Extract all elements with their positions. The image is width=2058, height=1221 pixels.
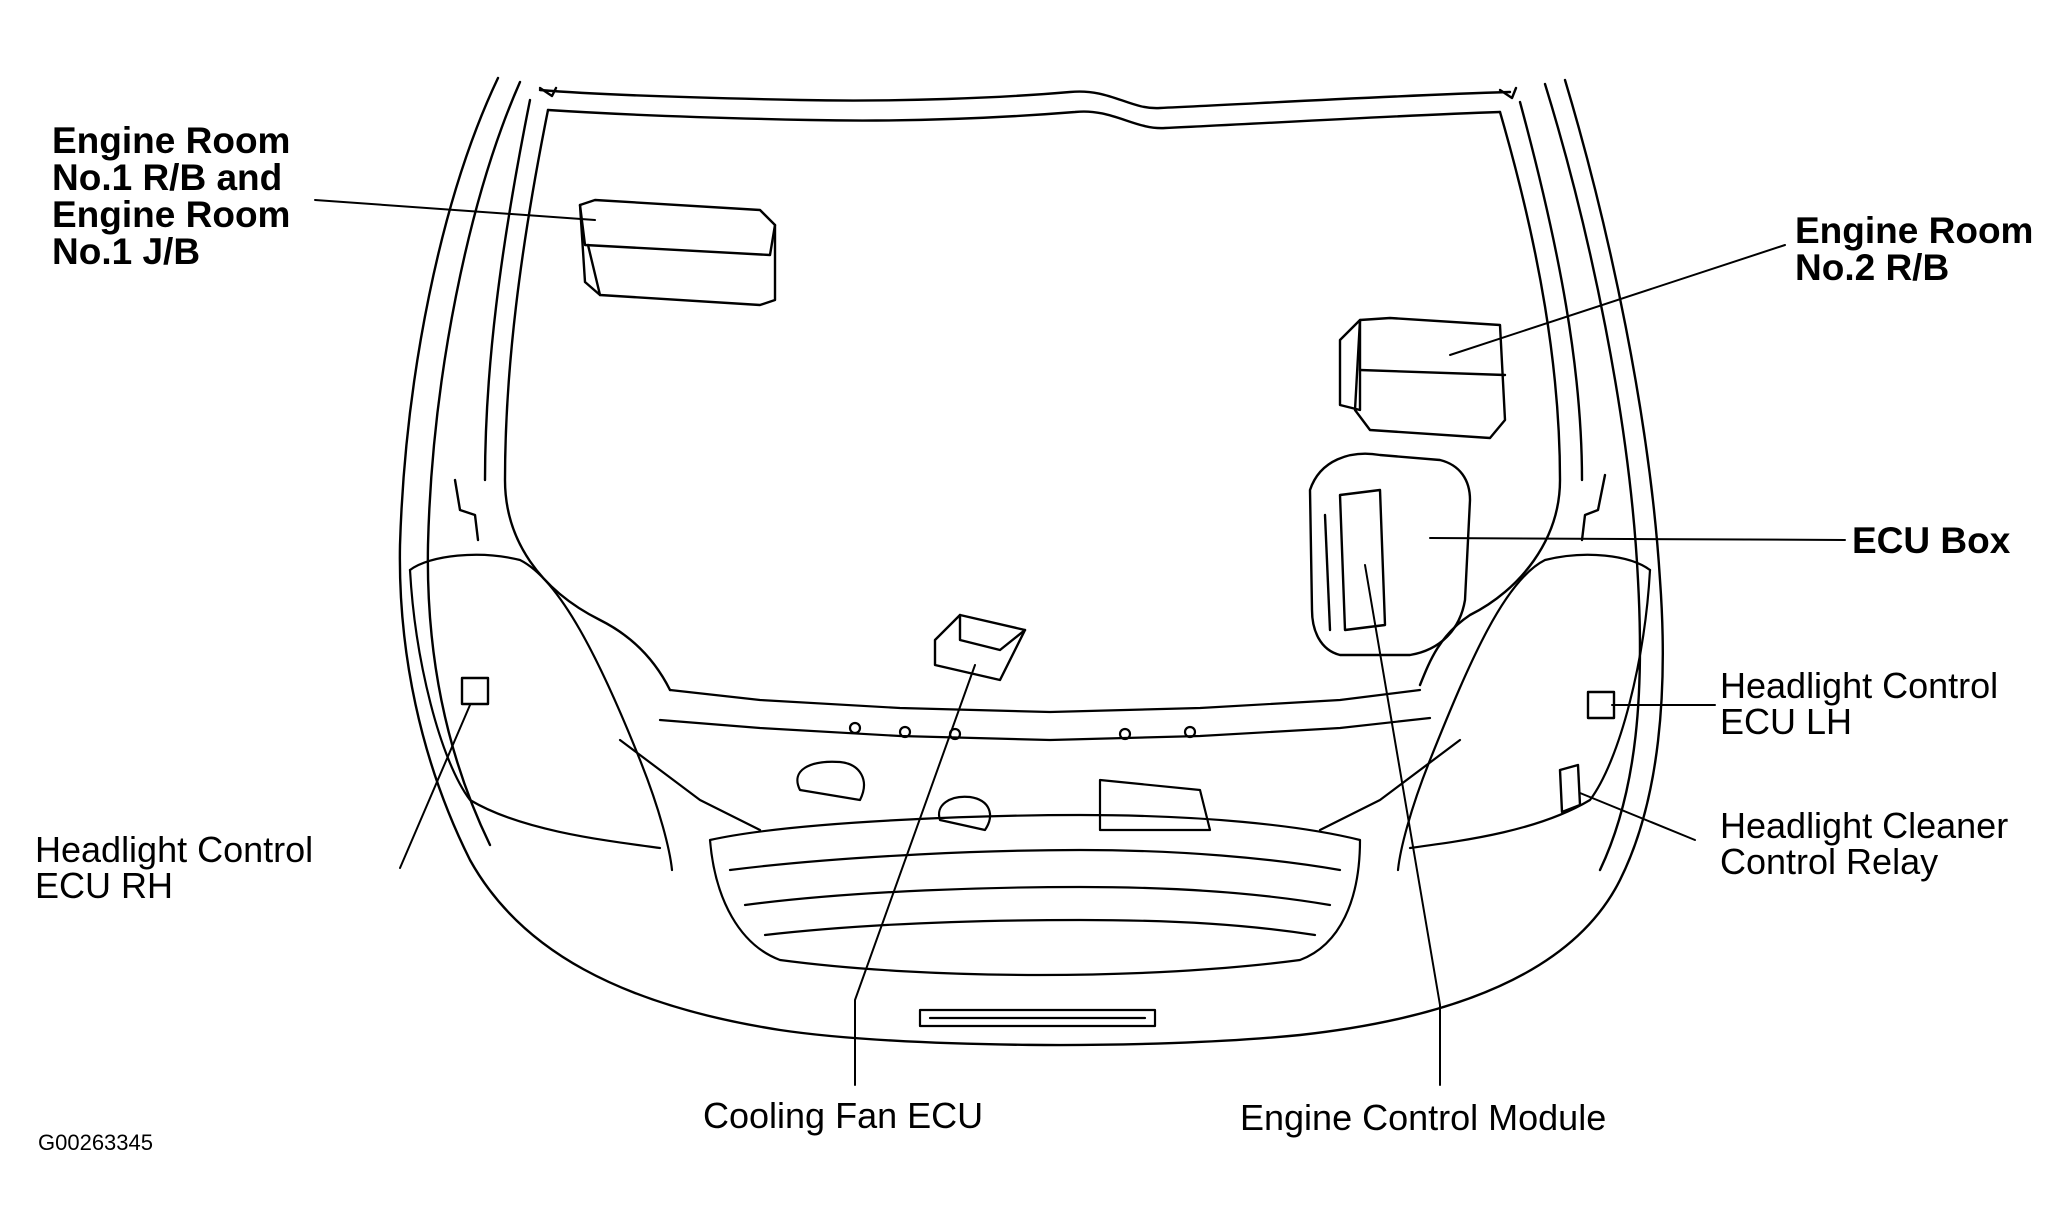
cooling-fan-ecu-component bbox=[933, 613, 1027, 682]
label-headlight-control-rh: Headlight Control ECU RH bbox=[35, 829, 314, 906]
headlight-control-lh-component bbox=[1586, 690, 1616, 720]
label-headlight-cleaner-relay: Headlight Cleaner Control Relay bbox=[1720, 805, 2009, 882]
headlight-cleaner-relay-component bbox=[1558, 763, 1582, 814]
leader-engine-room-no1 bbox=[314, 199, 596, 221]
label-ecu-box: ECU Box bbox=[1852, 520, 2011, 561]
leader-lines bbox=[314, 199, 1846, 1086]
label-engine-room-no2: Engine Room No.2 R/B bbox=[1795, 210, 2034, 288]
leader-headlight-rh bbox=[399, 704, 471, 869]
radiator-support bbox=[618, 688, 1462, 1028]
leader-engine-control-module bbox=[1364, 564, 1441, 1086]
leader-ecu-box bbox=[1429, 537, 1846, 541]
leader-headlight-cleaner bbox=[1579, 792, 1696, 841]
engine-room-no1-box bbox=[578, 198, 777, 307]
label-engine-control-module: Engine Control Module bbox=[1240, 1097, 1607, 1138]
leader-cooling-fan bbox=[854, 664, 976, 1086]
engine-room-no2-box bbox=[1338, 316, 1507, 440]
ecu-box-component bbox=[1308, 452, 1472, 657]
label-engine-room-no1: Engine Room No.1 R/B and Engine Room No.… bbox=[52, 120, 291, 272]
figure-code: G00263345 bbox=[38, 1130, 153, 1155]
headlight-control-rh-component bbox=[460, 676, 490, 706]
car-body-outline bbox=[398, 76, 1664, 1047]
label-cooling-fan-ecu: Cooling Fan ECU bbox=[703, 1095, 984, 1136]
fender-outlines bbox=[408, 553, 1652, 872]
label-headlight-control-lh: Headlight Control ECU LH bbox=[1720, 665, 1999, 742]
leader-engine-room-no2 bbox=[1449, 244, 1786, 356]
